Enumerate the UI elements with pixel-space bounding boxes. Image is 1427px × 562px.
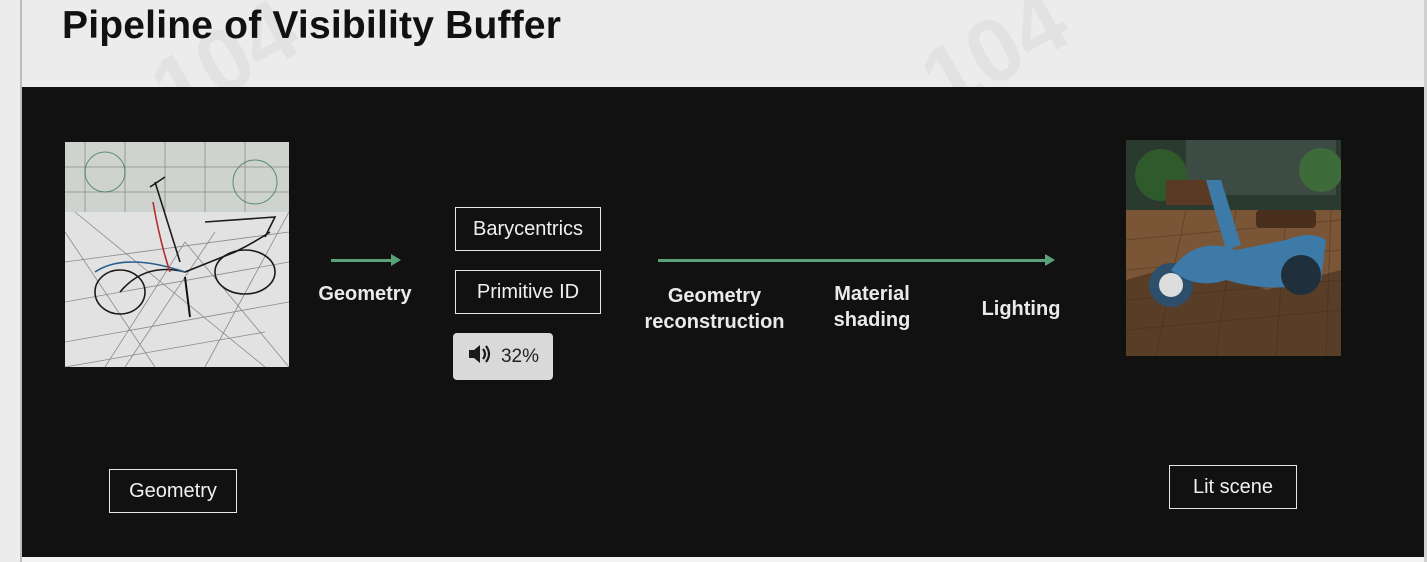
primitive-id-box: Primitive ID [455,270,601,314]
left-rule [20,0,22,562]
right-scrollbar[interactable] [1424,0,1427,562]
barycentrics-box: Barycentrics [455,207,601,251]
volume-indicator[interactable]: 32% [453,333,553,380]
step-material-label: Material shading [833,283,911,331]
lit-scene-caption: Lit scene [1169,465,1297,509]
pipeline-arrow [658,254,1055,266]
bottom-strip [22,557,1424,562]
slide-title: Pipeline of Visibility Buffer [62,4,562,47]
step-reconstruction-label: Geometry reconstruction [644,285,785,333]
geometry-caption: Geometry [109,469,237,513]
wireframe-image [65,142,289,367]
lit-scene-image [1126,140,1341,356]
slide-stage: Geometry Barycentrics Primitive ID 32% G… [22,87,1424,557]
step-lighting-label: Lighting [981,298,1061,320]
volume-value: 32% [500,345,540,367]
speaker-icon [467,343,493,371]
step-geometry-label: Geometry [318,283,412,305]
pipeline-arrow [331,254,401,266]
